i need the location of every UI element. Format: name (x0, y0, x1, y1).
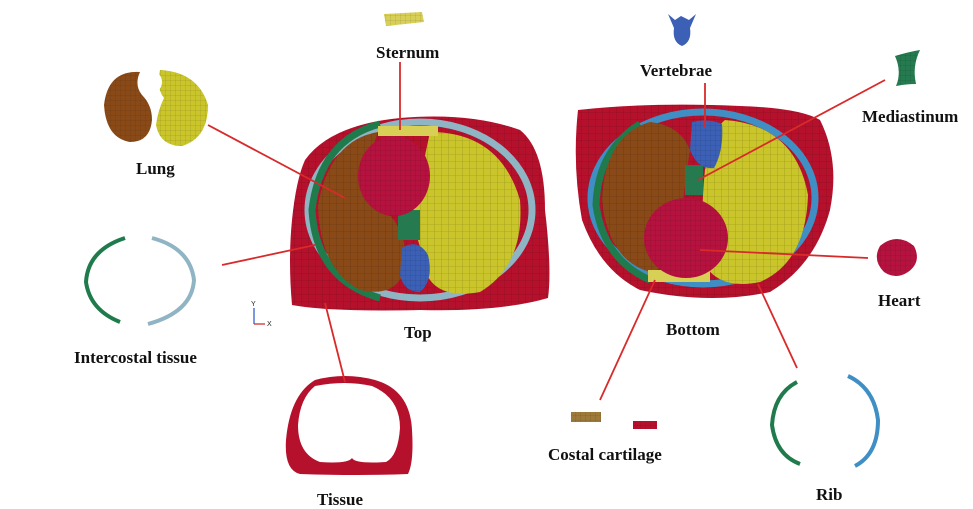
callout-tissue (325, 303, 345, 382)
axis-y-label: Y (251, 301, 256, 308)
mediastinum-part (895, 50, 920, 86)
label-intercostal-tissue: Intercostal tissue (74, 349, 197, 366)
label-costal-cartilage: Costal cartilage (548, 446, 662, 463)
label-sternum: Sternum (376, 44, 439, 61)
bottom-mediastinum (685, 165, 703, 195)
rib-part (772, 376, 878, 466)
lung-part (104, 70, 208, 146)
sternum-part (384, 12, 424, 26)
top-view-model (290, 117, 549, 311)
label-vertebrae: Vertebrae (640, 62, 712, 79)
label-rib: Rib (816, 486, 842, 503)
label-mediastinum: Mediastinum (862, 108, 958, 125)
axis-triad: Y X (251, 301, 272, 328)
label-lung: Lung (136, 160, 175, 177)
costal-cartilage-part (571, 412, 657, 429)
axis-x-label: X (267, 321, 272, 328)
label-top: Top (404, 324, 432, 341)
callout-cartilage (600, 280, 655, 400)
heart-part (877, 239, 917, 276)
label-heart: Heart (878, 292, 920, 309)
tissue-part (286, 376, 413, 475)
callout-rib (758, 284, 797, 368)
vertebrae-part (668, 14, 696, 46)
label-tissue: Tissue (317, 491, 363, 508)
top-sternum (378, 126, 438, 136)
label-bottom: Bottom (666, 321, 720, 338)
intercostal-tissue-part (86, 238, 194, 324)
bottom-view-model (576, 105, 834, 298)
